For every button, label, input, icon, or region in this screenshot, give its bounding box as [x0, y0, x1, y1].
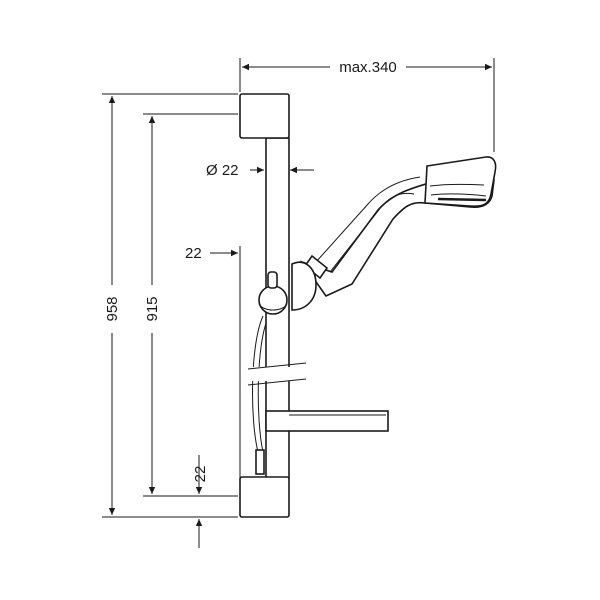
rail-length-dimension: 915	[143, 113, 238, 497]
bottom-offset-label: 22	[192, 466, 209, 483]
wall-offset-label: 22	[185, 245, 202, 262]
soap-dish-body	[265, 410, 389, 432]
handle-ring	[303, 254, 329, 280]
shower-hose	[252, 315, 269, 475]
rail-break-bottom	[247, 378, 307, 386]
overall-width-label: max.340	[339, 59, 397, 76]
rail-break-top	[247, 362, 307, 370]
rail-diameter-dimension: Ø 22	[206, 162, 314, 179]
slider-arm	[291, 261, 317, 311]
hand-shower	[299, 156, 497, 298]
soap-dish	[265, 410, 389, 432]
rail-diameter-label: Ø 22	[206, 162, 239, 179]
shower-holder-slider	[258, 261, 317, 315]
slider-lever	[267, 271, 278, 289]
bottom-wall-bracket	[239, 476, 290, 518]
hose-connector	[255, 449, 265, 475]
width-dimension: max.340	[239, 58, 495, 152]
top-wall-bracket	[239, 93, 290, 139]
total-height-dimension: 958	[102, 93, 238, 518]
bottom-offset-dimension: 22	[192, 455, 209, 548]
total-height-label: 958	[104, 296, 121, 321]
rail-length-label: 915	[144, 296, 161, 321]
spray-nozzles	[437, 197, 487, 202]
